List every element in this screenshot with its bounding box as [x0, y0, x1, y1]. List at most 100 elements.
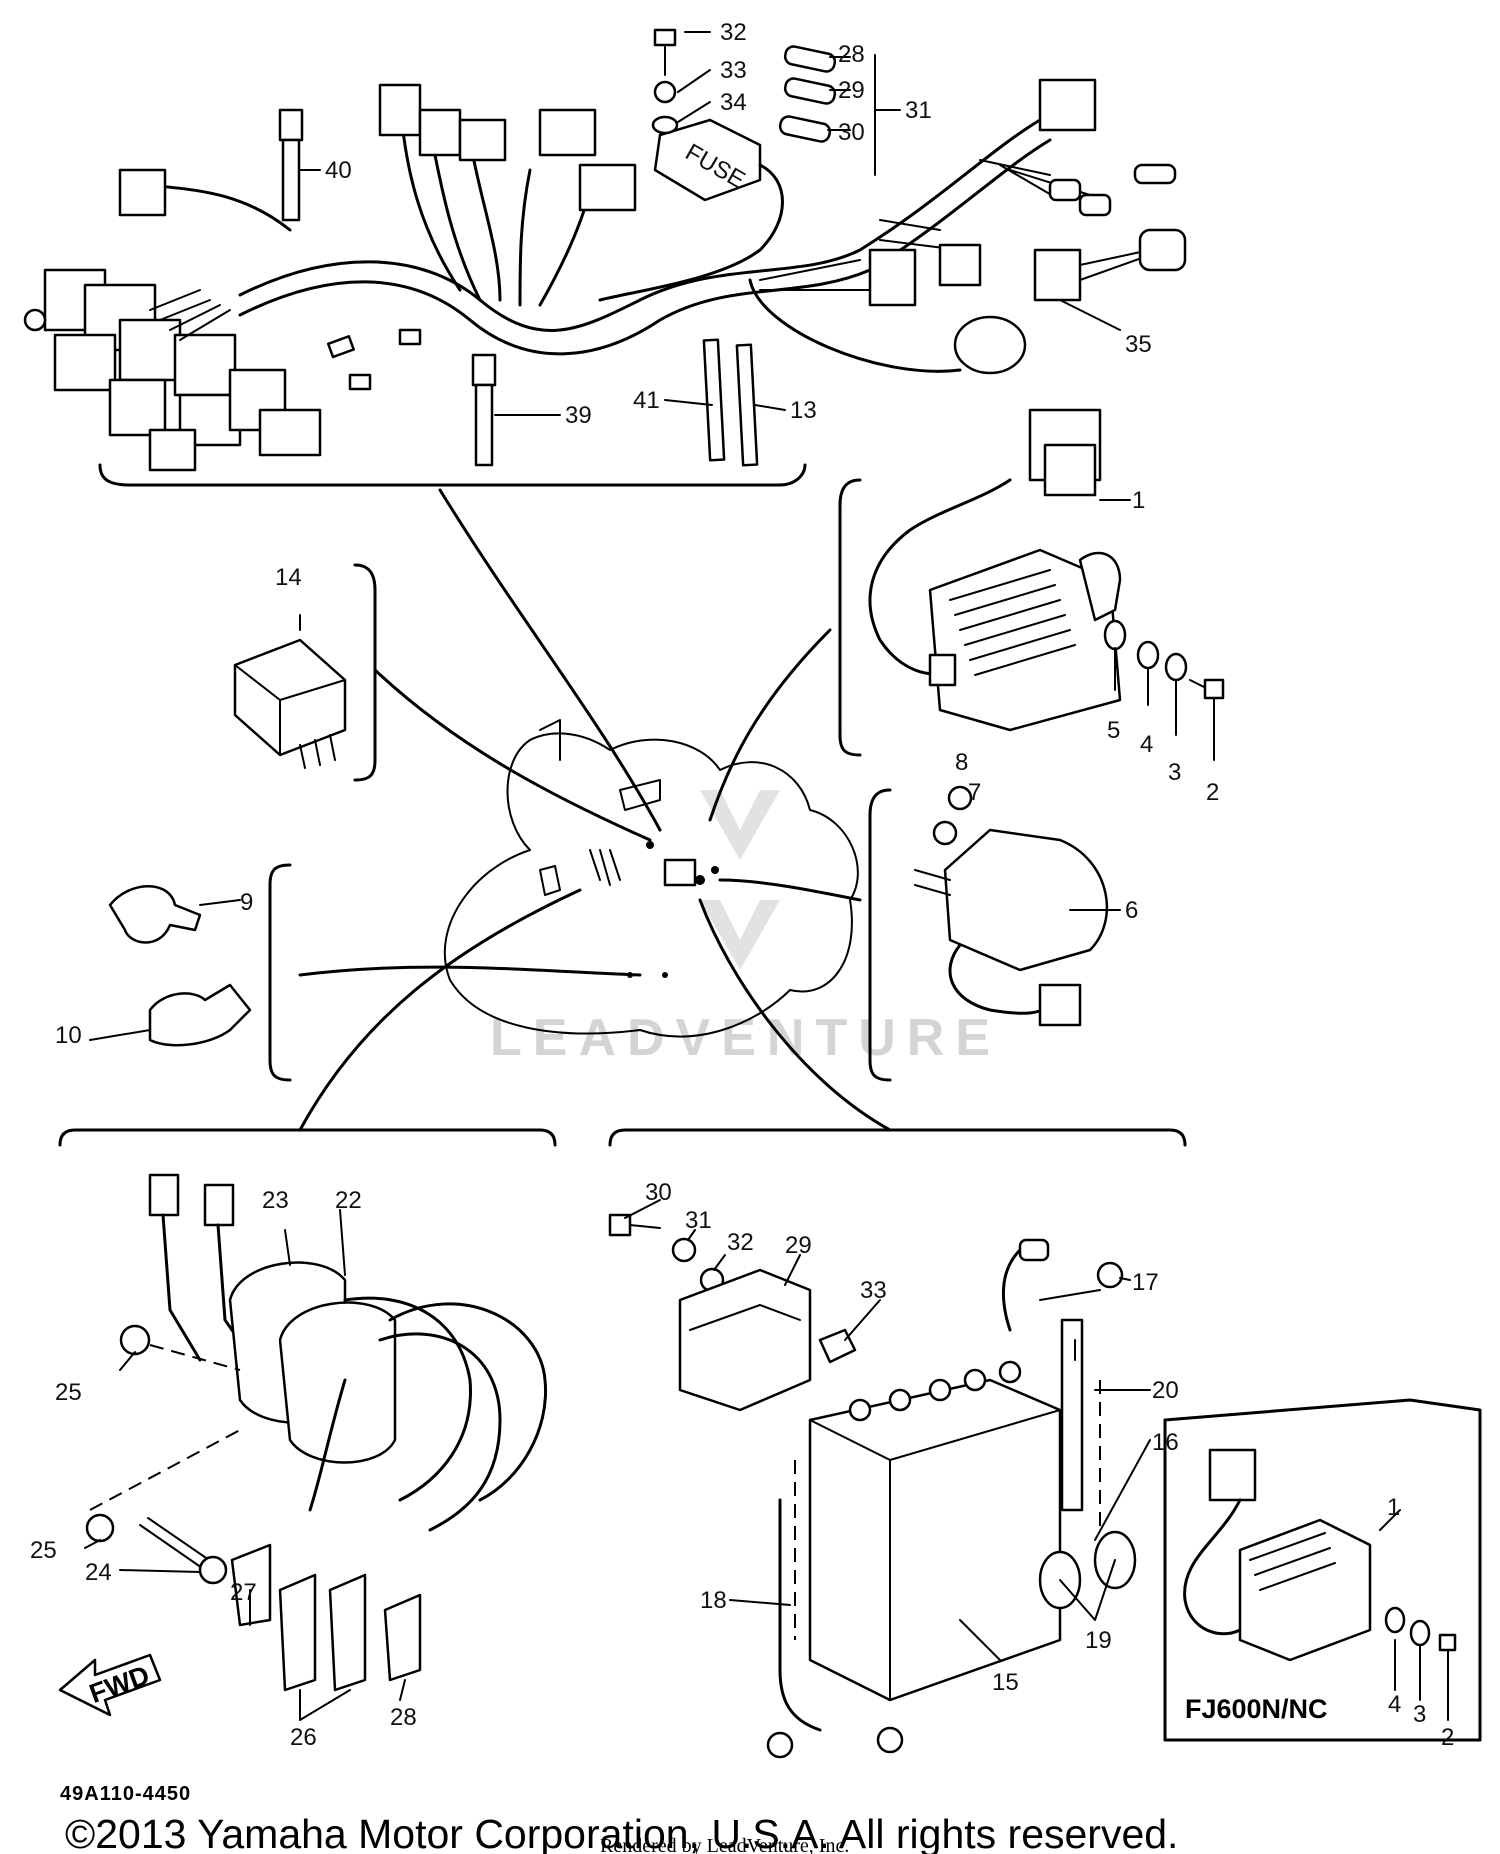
rectifier-regulator-group — [838, 408, 1225, 757]
battery-group — [608, 1128, 1187, 1759]
wire-harness-group: FUSE — [23, 28, 1187, 487]
callout-32: 28 — [838, 41, 865, 68]
callout-20: 23 — [262, 1187, 289, 1214]
callout-15: 17 — [1132, 1269, 1159, 1296]
rendered-by-credit: Rendered by LeadVenture, Inc. — [600, 1835, 849, 1854]
washer-28 — [671, 1237, 697, 1263]
coil-connector-b — [203, 1183, 235, 1227]
callout-19: 22 — [335, 1187, 362, 1214]
callout-37: 33 — [720, 57, 747, 84]
callout-33: 29 — [838, 77, 865, 104]
relay-12-group — [233, 563, 377, 782]
bolt-27 — [608, 1213, 661, 1237]
positive-lead-15-terminal — [1096, 1261, 1124, 1289]
plug-cap-25-right — [383, 1593, 422, 1682]
callout-29: 32 — [727, 1229, 754, 1256]
harness-connector-a — [118, 168, 167, 217]
callout-1-variant: 1 — [1387, 1494, 1400, 1521]
callout-24: 26 — [290, 1724, 317, 1751]
callout-2: 2 — [1206, 779, 1219, 806]
callout-4: 4 — [1140, 731, 1153, 758]
collar-38 — [651, 115, 679, 135]
callout-31-final: 31 — [905, 97, 932, 124]
callout-17: 19 — [1085, 1627, 1112, 1654]
variant-label: FJ600N/NC — [1185, 1694, 1328, 1724]
copyright-notice: ©2013 Yamaha Motor Corporation, U.S.A. A… — [65, 1811, 1178, 1854]
washer-22 — [85, 1513, 115, 1543]
callout-25-left: 27 — [230, 1579, 257, 1606]
clip-10 — [148, 983, 252, 1047]
callout-25-right: 28 — [390, 1704, 417, 1731]
plug-caps-24 — [278, 1573, 367, 1692]
callout-21: 24 — [85, 1559, 112, 1586]
callout-11: 13 — [790, 397, 817, 424]
callout-23: 25 — [55, 1379, 82, 1406]
relay-6-connector — [1038, 983, 1082, 1027]
bolt-2 — [1189, 678, 1225, 700]
watermark-text: LEADVENTURE — [490, 1009, 1001, 1067]
callout-34: 30 — [838, 119, 865, 146]
callout-36: 32 — [720, 19, 747, 46]
callout-8: 8 — [955, 749, 968, 776]
callout-41: 41 — [633, 387, 660, 414]
connector-cluster-left — [23, 268, 322, 472]
fuse-box-bolt — [653, 28, 677, 76]
bolt-21 — [139, 1517, 228, 1585]
clips-9-10-group — [108, 863, 292, 1082]
washer-37 — [653, 80, 677, 104]
negative-lead-16-terminal — [766, 1731, 794, 1759]
callout-14: 16 — [1152, 1429, 1179, 1456]
callout-27: 30 — [645, 1179, 672, 1206]
nut-23 — [119, 1324, 151, 1356]
callout-numbers: 32 33 34 28 29 30 31 30 31 40 39 41 13 3… — [30, 19, 1454, 1751]
fuse-set — [778, 45, 837, 143]
callout-12: 14 — [275, 564, 302, 591]
connector-35 — [1033, 228, 1187, 302]
callout-3: 3 — [1168, 759, 1181, 786]
plug-cap-25-left — [230, 1543, 272, 1627]
washer-4 — [1136, 640, 1160, 670]
callout-9: 9 — [240, 889, 253, 916]
breather-pipe-18 — [1060, 1318, 1084, 1512]
band-39 — [471, 353, 497, 467]
callout-28: 31 — [685, 1207, 712, 1234]
washer-7 — [932, 820, 958, 846]
cable-tie-11 — [735, 343, 759, 467]
callout-16: 18 — [700, 1587, 727, 1614]
harness-connector-right — [1038, 78, 1097, 132]
callout-5: 5 — [1107, 717, 1120, 744]
relay-6-group — [868, 785, 1109, 1082]
battery-13 — [808, 1360, 1062, 1702]
rectifier-body — [928, 548, 1122, 732]
band-40 — [278, 108, 304, 222]
callout-35: 35 — [1125, 331, 1152, 358]
callout-26: 29 — [785, 1232, 812, 1259]
callout-22: 25 — [30, 1537, 57, 1564]
relay-6-body — [943, 828, 1109, 972]
rectifier-1-variant — [1238, 1518, 1372, 1662]
callout-1: 1 — [1132, 487, 1145, 514]
ignition-coil-19 — [278, 1301, 397, 1464]
coil-connector-a — [148, 1173, 180, 1217]
leader-lines — [298, 488, 892, 1132]
callout-2-variant: 2 — [1441, 1724, 1454, 1751]
cable-tie-41 — [702, 338, 726, 462]
starter-relay-26 — [678, 1268, 812, 1412]
callout-7: 7 — [968, 779, 981, 806]
lock-washer-3 — [1164, 652, 1188, 682]
callout-leaders — [84, 31, 1449, 1721]
leadventure-watermark: LEADVENTURE — [490, 790, 1001, 1067]
callout-4-variant: 4 — [1388, 1691, 1401, 1718]
callout-18: 20 — [1152, 1377, 1179, 1404]
callout-10: 10 — [55, 1022, 82, 1049]
callout-40: 40 — [325, 157, 352, 184]
fj600n-variant-box: FJ600N/NC — [1163, 1398, 1482, 1742]
callout-3-variant: 3 — [1413, 1701, 1426, 1728]
callout-30: 33 — [860, 1277, 887, 1304]
washer-5 — [1103, 619, 1127, 651]
callout-6: 6 — [1125, 897, 1138, 924]
fuse-box: FUSE — [598, 118, 784, 302]
nut-8 — [947, 785, 973, 811]
ignition-coil-group: FWD — [58, 1128, 557, 1717]
